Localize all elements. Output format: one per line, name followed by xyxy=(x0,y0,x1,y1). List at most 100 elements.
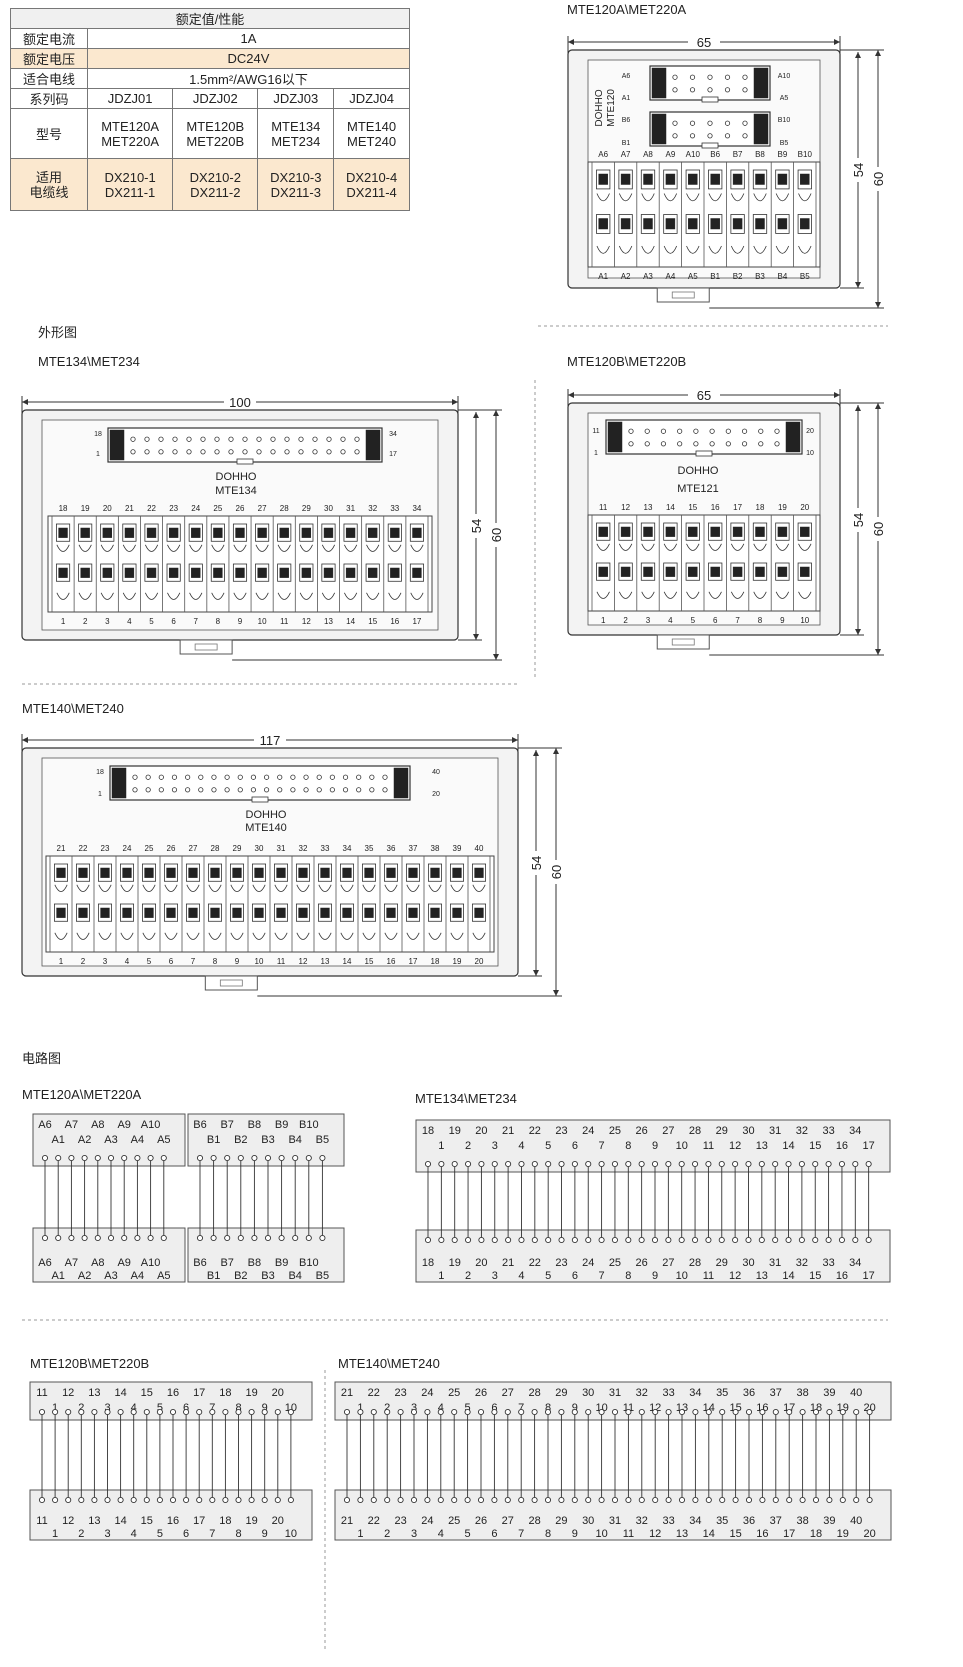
connector-pin-label: 1 xyxy=(96,451,100,458)
spec-label-model: 型号 xyxy=(10,108,88,159)
screw-slot xyxy=(643,218,653,230)
dim-h2-arrow xyxy=(553,748,559,754)
terminal-number-top: 31 xyxy=(277,844,286,853)
circuit-node xyxy=(611,1236,618,1244)
wire-clamp xyxy=(120,932,134,940)
connector-pin-label: 1 xyxy=(98,791,102,798)
wire-clamp xyxy=(753,591,767,599)
wire-clamp xyxy=(450,932,464,940)
c140-bottom-bottom-label: 9 xyxy=(572,1528,578,1540)
wire-clamp xyxy=(189,592,203,600)
pin-hole xyxy=(356,774,362,780)
screw-slot xyxy=(78,867,88,878)
pin-hole xyxy=(185,774,191,780)
circuit-node xyxy=(558,1160,565,1168)
pin-hole xyxy=(270,436,276,442)
c120b-top-label: 17 xyxy=(193,1387,205,1399)
circuit-node xyxy=(531,1408,538,1416)
circuit-node xyxy=(678,1408,686,1416)
c120a-top-label: A6 xyxy=(38,1119,51,1131)
circuit-node xyxy=(237,1234,244,1242)
screw-slot xyxy=(452,907,462,918)
circuit-node xyxy=(410,1496,418,1504)
wire-clamp xyxy=(686,193,700,202)
terminal-number-top: 28 xyxy=(211,844,220,853)
c140-bottom-bottom-label: 18 xyxy=(810,1528,822,1540)
screw-slot xyxy=(598,173,608,185)
circuit-node xyxy=(852,1236,859,1244)
screw-slot xyxy=(122,867,132,878)
wire-clamp xyxy=(753,245,767,254)
circuit-node xyxy=(638,1496,645,1504)
circuit-node xyxy=(745,1408,753,1416)
pin-hole xyxy=(224,787,230,793)
terminal-number-bottom: 7 xyxy=(191,957,196,966)
circuit-node xyxy=(437,1408,444,1416)
pin-hole xyxy=(263,787,270,793)
c140-bottom-label: 10 xyxy=(595,1402,607,1414)
circuit-node xyxy=(147,1154,154,1162)
terminal-number-top: 37 xyxy=(409,844,418,853)
circuit-node xyxy=(52,1496,59,1504)
circuit-node xyxy=(424,1408,431,1416)
circuit-node xyxy=(732,1160,739,1168)
c120b-bottom-label: 2 xyxy=(78,1402,84,1414)
c134-top-label: 27 xyxy=(662,1125,674,1137)
screw-slot xyxy=(710,173,720,185)
c140-bottom-top-label: 27 xyxy=(502,1515,514,1527)
circuit-node xyxy=(397,1496,404,1504)
c134-bottom-bottom-label: 12 xyxy=(729,1270,741,1282)
screw-slot xyxy=(235,527,245,538)
c134-bottom-bottom-label: 6 xyxy=(572,1270,578,1282)
c120b-top-label: 19 xyxy=(245,1387,257,1399)
screw-slot xyxy=(320,907,330,918)
c134-bottom-bottom-label: 2 xyxy=(465,1270,471,1282)
circuit-node xyxy=(451,1408,458,1416)
c140-top-label: 40 xyxy=(850,1387,862,1399)
pin-hole xyxy=(198,787,204,793)
c120b-bottom-top-label: 18 xyxy=(219,1515,231,1527)
circuit-node xyxy=(384,1496,391,1504)
c140-bottom-top-label: 34 xyxy=(689,1515,701,1527)
terminal-number-bottom: 14 xyxy=(343,957,352,966)
model-name: MTE120A xyxy=(101,118,159,134)
c134-top-label: 24 xyxy=(582,1125,594,1137)
c134-top-label: 32 xyxy=(796,1125,808,1137)
circuit-node xyxy=(107,1234,115,1242)
spec-value-wire: 1.5mm²/AWG16以下 xyxy=(87,68,410,89)
pin-hole xyxy=(672,133,678,139)
dim-h2-arrow xyxy=(875,50,881,56)
screw-slot xyxy=(320,867,330,878)
terminal-number-bottom: 10 xyxy=(258,617,267,626)
circuit-node xyxy=(531,1160,538,1168)
dim-h1-arrow xyxy=(473,412,479,418)
c134-bottom-top-label: 26 xyxy=(636,1257,648,1269)
drawing-title-mte120b: MTE120B\MET220B xyxy=(567,354,687,369)
c120b-top-label: 11 xyxy=(36,1387,47,1399)
spec-header: 额定值/性能 xyxy=(10,8,410,29)
c134-top-label: 31 xyxy=(769,1125,781,1137)
screw-slot xyxy=(80,567,90,578)
wire-clamp xyxy=(321,544,336,552)
c140-bottom-bottom-label: 19 xyxy=(837,1528,849,1540)
pin-hole xyxy=(242,436,248,442)
circuit-node xyxy=(169,1408,177,1416)
brand-text: DOHHO xyxy=(216,471,257,483)
circuit-node xyxy=(652,1408,659,1416)
terminal-number-top: 11 xyxy=(599,503,608,512)
circuit-node xyxy=(224,1234,231,1242)
terminal-number-top: 20 xyxy=(103,504,112,513)
c120b-bottom-top-label: 19 xyxy=(245,1515,257,1527)
circuit-node xyxy=(651,1160,659,1168)
screw-slot xyxy=(620,526,631,537)
dim-h2-value: 60 xyxy=(489,528,504,542)
pin-hole xyxy=(250,774,257,780)
circuit-node xyxy=(210,1234,217,1242)
screw-slot xyxy=(643,566,653,577)
circuit-node xyxy=(94,1154,101,1162)
connector-pin-label: 34 xyxy=(389,431,397,438)
screw-slot xyxy=(124,527,135,538)
c134-top-label: 23 xyxy=(555,1125,567,1137)
screw-slot xyxy=(102,567,112,578)
screw-slot xyxy=(368,567,378,578)
